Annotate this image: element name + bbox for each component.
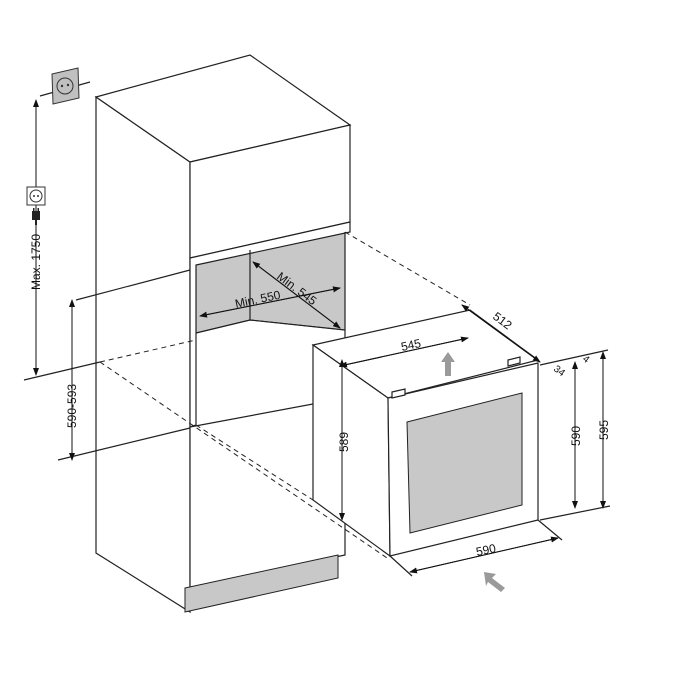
glass-door (406, 392, 523, 534)
top-width-label: 545 (400, 336, 423, 354)
front-width-label: 590 (475, 541, 498, 559)
offset-a-label: 34 (551, 364, 567, 380)
plug-icon (32, 208, 40, 225)
max-height-label: Max. 1750 (29, 234, 43, 290)
side-height-label: 589 (337, 432, 351, 452)
tall-cabinet (94, 54, 352, 614)
socket-symbol-icon (26, 186, 46, 206)
offset-b-label: 4 (580, 354, 591, 366)
dimension-lines (33, 99, 611, 577)
arrow-up-icon (441, 352, 455, 376)
front-height-label: 590 (569, 426, 583, 446)
plinth (184, 554, 339, 613)
arrow-insert-icon (484, 572, 505, 592)
niche-height-label: 590-593 (65, 384, 79, 428)
wall-socket-icon (51, 67, 80, 105)
total-height-label: 595 (597, 420, 611, 440)
built-in-appliance (311, 309, 540, 558)
